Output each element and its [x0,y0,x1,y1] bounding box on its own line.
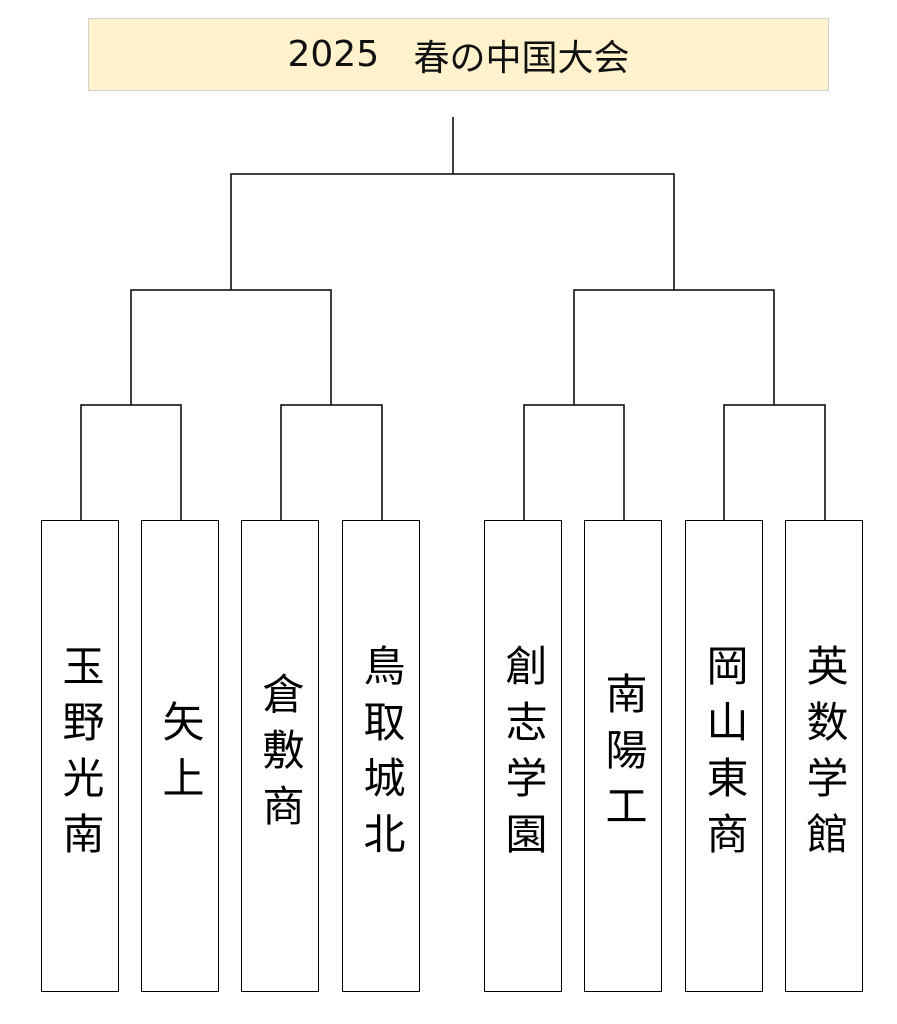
title-name: 春の中国大会 [413,37,630,79]
round1-line-3 [523,404,625,520]
team-name: 玉野光南 [56,644,105,868]
team-name: 鳥取城北 [357,644,406,868]
team-name: 矢上 [156,700,205,812]
team-box: 倉敷商 [241,520,319,992]
team-box: 創志学園 [484,520,562,992]
title-year: 2025 [287,34,380,75]
semifinal-left-line [130,289,332,405]
round1-line-4 [723,404,826,520]
team-box: 玉野光南 [41,520,119,992]
final-line [230,117,675,290]
team-name: 創志学園 [499,644,548,868]
team-box: 矢上 [141,520,219,992]
semifinal-right-line [573,289,775,405]
team-box: 南陽工 [584,520,662,992]
team-box: 鳥取城北 [342,520,420,992]
team-box: 岡山東商 [685,520,763,992]
team-box: 英数学館 [785,520,863,992]
round1-line-2 [280,404,383,520]
team-name: 南陽工 [599,672,648,840]
round1-line-1 [80,404,182,520]
team-name: 倉敷商 [256,672,305,840]
tournament-title: 2025 春の中国大会 [88,18,829,91]
team-name: 英数学館 [800,644,849,868]
team-name: 岡山東商 [700,644,749,868]
